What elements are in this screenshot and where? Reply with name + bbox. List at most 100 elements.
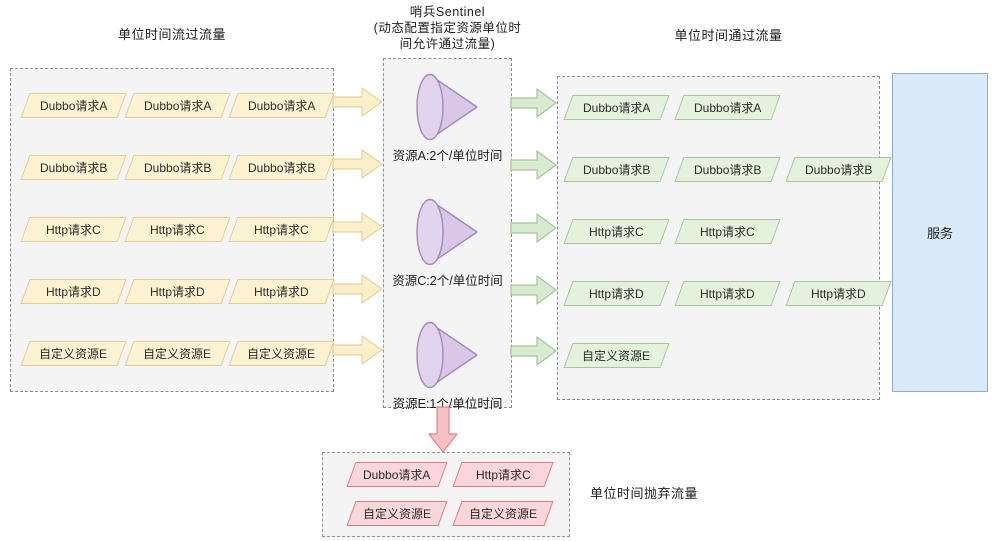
discard-arrow [428,406,458,453]
request-shape: Dubbo请求B [124,155,231,180]
funnel-c-label: 资源C:2个/单位时间 [392,274,503,288]
request-shape-label: Http请求D [150,285,205,299]
request-row: Http请求C Http请求C [558,219,879,244]
request-shape-label: Http请求D [811,287,866,301]
request-shape-label: Http请求C [475,468,531,482]
request-shape-label: Http请求C [700,225,755,239]
request-shape: Http请求C [228,217,335,242]
request-shape-label: Http请求D [700,287,755,301]
request-shape: Http请求D [124,279,231,304]
request-shape: Http请求D [20,279,127,304]
request-shape-label: Dubbo请求A [143,99,212,113]
request-shape-label: 自定义资源E [247,347,316,361]
request-shape: Http请求D [563,281,670,306]
request-shape-label: Http请求C [150,223,205,237]
inflow-title: 单位时间流过流量 [117,27,226,42]
passed-arrow-4 [510,275,557,305]
request-shape: 自定义资源E [20,341,127,366]
request-shape: Http请求C [563,219,670,244]
request-shape-label: Dubbo请求B [804,163,873,177]
request-shape-label: Http请求D [589,287,644,301]
request-shape: 自定义资源E [228,341,335,366]
request-shape-label: Dubbo请求A [363,468,431,482]
request-shape: 自定义资源E [346,501,448,526]
inflow-arrow-4 [332,274,383,304]
inflow-arrow-2 [332,149,383,179]
inflow-arrow-5 [332,335,383,365]
request-shape-label: Http请求D [46,285,101,299]
funnel-c-icon [416,198,478,266]
request-shape: Dubbo请求B [563,157,670,182]
request-shape: Dubbo请求A [228,93,335,118]
request-row: Dubbo请求A Http请求C [323,462,569,487]
request-row: Http请求D Http请求D Http请求D [11,279,335,304]
request-shape: Dubbo请求B [20,155,127,180]
request-shape-label: Dubbo请求B [247,161,316,175]
request-shape-label: Dubbo请求B [582,163,651,177]
request-shape-label: Http请求C [589,225,644,239]
discard-box: Dubbo请求A Http请求C 自定义资源E 自定义资源E [322,452,570,537]
request-shape: Dubbo请求A [563,95,670,120]
request-row: Dubbo请求A Dubbo请求A Dubbo请求A [11,93,335,118]
inflow-arrow-1 [332,87,383,117]
service-box: 服务 [892,73,988,392]
request-row: Http请求D Http请求D Http请求D [558,281,892,306]
passed-arrow-3 [510,213,557,243]
request-row: Dubbo请求B Dubbo请求B Dubbo请求B [558,157,892,182]
request-shape: Dubbo请求A [20,93,127,118]
request-shape: Http请求D [785,281,892,306]
request-row: 自定义资源E 自定义资源E [323,501,569,526]
request-shape: Dubbo请求A [124,93,231,118]
funnel-e-icon [416,321,478,389]
sentinel-title-line1: 哨兵Sentinel [409,5,486,19]
request-shape-label: Dubbo请求B [693,163,762,177]
request-shape: Dubbo请求B [228,155,335,180]
request-shape: Dubbo请求B [785,157,892,182]
request-row: Dubbo请求B Dubbo请求B Dubbo请求B [11,155,335,180]
request-shape-label: Dubbo请求A [247,99,316,113]
request-row: Dubbo请求A Dubbo请求A [558,95,879,120]
inflow-arrow-3 [332,212,383,242]
request-shape-label: Dubbo请求A [39,99,108,113]
request-shape: 自定义资源E [124,341,231,366]
request-shape: Http请求C [124,217,231,242]
request-shape: Http请求C [20,217,127,242]
request-shape: Http请求D [674,281,781,306]
passed-arrow-5 [510,336,557,366]
request-shape-label: 自定义资源E [362,507,431,521]
request-shape: 自定义资源E [563,343,670,368]
funnel-a-label: 资源A:2个/单位时间 [392,149,503,163]
request-shape-label: Dubbo请求A [693,101,762,115]
request-shape-label: Http请求D [254,285,309,299]
request-shape: Dubbo请求A [674,95,781,120]
request-shape: Dubbo请求B [674,157,781,182]
service-label: 服务 [926,226,953,241]
request-shape-label: 自定义资源E [468,507,537,521]
passed-arrow-1 [510,88,557,118]
request-shape-label: 自定义资源E [39,347,108,361]
request-shape: 自定义资源E [452,501,554,526]
request-shape-label: Http请求C [254,223,309,237]
request-shape: Http请求C [452,462,554,487]
request-shape-label: 自定义资源E [143,347,212,361]
request-shape-label: Dubbo请求B [143,161,212,175]
sentinel-title-line3: 间允许通过流量) [399,37,496,51]
sentinel-title: 哨兵Sentinel (动态配置指定资源单位时 间允许通过流量) [360,4,535,52]
request-shape: Http请求C [674,219,781,244]
passed-arrow-2 [510,150,557,180]
funnel-a-icon [416,73,478,141]
sentinel-box: 资源A:2个/单位时间 资源C:2个/单位时间 资源E:1个/单位时间 [383,58,512,411]
request-shape-label: Dubbo请求B [39,161,108,175]
request-row: 自定义资源E 自定义资源E 自定义资源E [11,341,335,366]
request-row: 自定义资源E [558,343,879,368]
funnel-e-label: 资源E:1个/单位时间 [392,397,503,411]
request-shape: Http请求D [228,279,335,304]
passed-title: 单位时间通过流量 [674,28,783,43]
request-shape-label: 自定义资源E [582,349,651,363]
request-shape: Dubbo请求A [346,462,448,487]
discarded-title: 单位时间抛弃流量 [590,486,699,501]
request-row: Http请求C Http请求C Http请求C [11,217,335,242]
